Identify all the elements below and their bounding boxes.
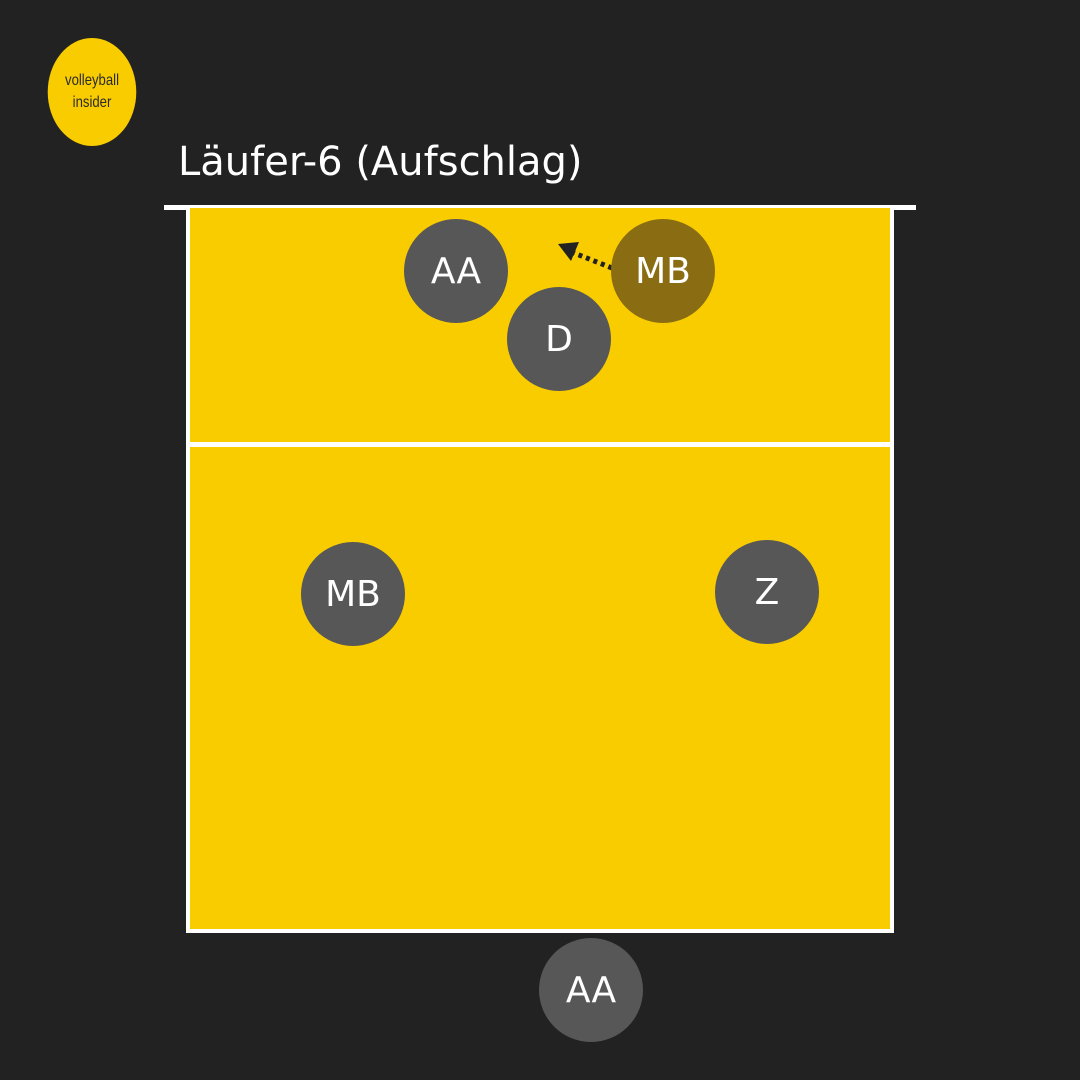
player-setter[interactable]: D xyxy=(507,287,611,391)
player-server[interactable]: AA xyxy=(539,938,643,1042)
attack-line xyxy=(190,442,890,447)
player-front-left[interactable]: AA xyxy=(404,219,508,323)
logo-line-2: insider xyxy=(72,94,112,111)
net-line xyxy=(164,205,916,210)
player-back-left[interactable]: MB xyxy=(301,542,405,646)
volleyball-insider-logo: volleyball insider xyxy=(47,38,137,146)
player-front-right-moving[interactable]: MB xyxy=(611,219,715,323)
page-title: Läufer-6 (Aufschlag) xyxy=(178,139,583,185)
player-back-right[interactable]: Z xyxy=(715,540,819,644)
logo-line-1: volleyball xyxy=(65,72,119,89)
